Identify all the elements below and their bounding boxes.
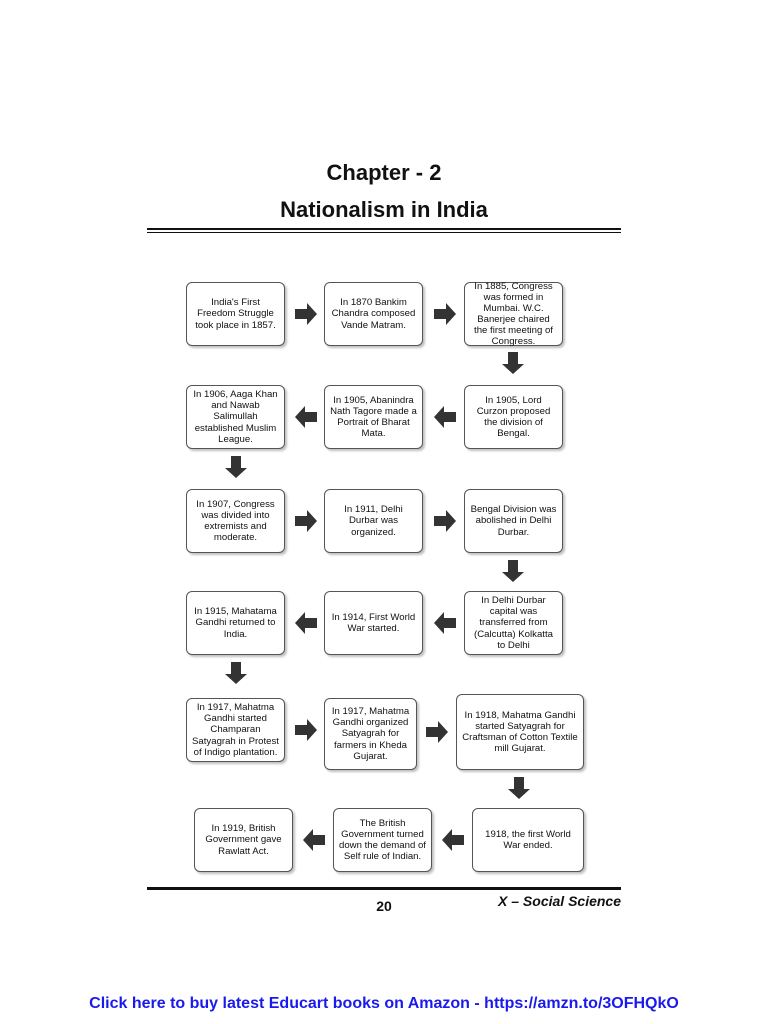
top-rule-thin <box>147 232 621 233</box>
arrow-down-icon <box>502 352 524 374</box>
flow-box-10: In Delhi Durbar capital was transferred … <box>464 591 563 655</box>
flow-box-14: In 1917, Mahatma Gandhi organized Satyag… <box>324 698 417 770</box>
arrow-down-icon <box>225 662 247 684</box>
flow-box-17: The British Government turned down the d… <box>333 808 432 872</box>
page-number: 20 <box>376 898 392 914</box>
bottom-rule <box>147 887 621 890</box>
flow-box-18: In 1919, British Government gave Rawlatt… <box>194 808 293 872</box>
arrow-left-icon <box>434 406 456 428</box>
subject-label: X – Social Science <box>498 893 621 909</box>
top-rule <box>147 228 621 230</box>
arrow-left-icon <box>303 829 325 851</box>
arrow-right-icon <box>295 510 317 532</box>
arrow-right-icon <box>434 303 456 325</box>
flow-box-15: In 1918, Mahatma Gandhi started Satyagra… <box>456 694 584 770</box>
arrow-left-icon <box>442 829 464 851</box>
arrow-left-icon <box>295 612 317 634</box>
chapter-title: Nationalism in India <box>280 197 488 222</box>
flow-box-11: In 1914, First World War started. <box>324 591 423 655</box>
arrow-down-icon <box>225 456 247 478</box>
arrow-right-icon <box>426 721 448 743</box>
flow-box-5: In 1905, Abanindra Nath Tagore made a Po… <box>324 385 423 449</box>
amazon-buy-link[interactable]: Click here to buy latest Educart books o… <box>89 995 679 1012</box>
arrow-down-icon <box>508 777 530 799</box>
arrow-right-icon <box>295 303 317 325</box>
arrow-left-icon <box>295 406 317 428</box>
chapter-label: Chapter - 2 <box>326 160 442 185</box>
arrow-right-icon <box>434 510 456 532</box>
arrow-down-icon <box>502 560 524 582</box>
flow-box-9: Bengal Division was abolished in Delhi D… <box>464 489 563 553</box>
flow-box-6: In 1906, Aaga Khan and Nawab Salimullah … <box>186 385 285 449</box>
flow-box-8: In 1911, Delhi Durbar was organized. <box>324 489 423 553</box>
flow-box-12: In 1915, Mahatama Gandhi returned to Ind… <box>186 591 285 655</box>
flow-box-13: In 1917, Mahatma Gandhi started Champara… <box>186 698 285 762</box>
flow-box-1: India's First Freedom Struggle took plac… <box>186 282 285 346</box>
flow-box-16: 1918, the first World War ended. <box>472 808 584 872</box>
arrow-right-icon <box>295 719 317 741</box>
flow-box-2: In 1870 Bankim Chandra composed Vande Ma… <box>324 282 423 346</box>
flow-box-3: In 1885, Congress was formed in Mumbai. … <box>464 281 563 347</box>
flow-box-4: In 1905, Lord Curzon proposed the divisi… <box>464 385 563 449</box>
flow-box-7: In 1907, Congress was divided into extre… <box>186 489 285 553</box>
arrow-left-icon <box>434 612 456 634</box>
